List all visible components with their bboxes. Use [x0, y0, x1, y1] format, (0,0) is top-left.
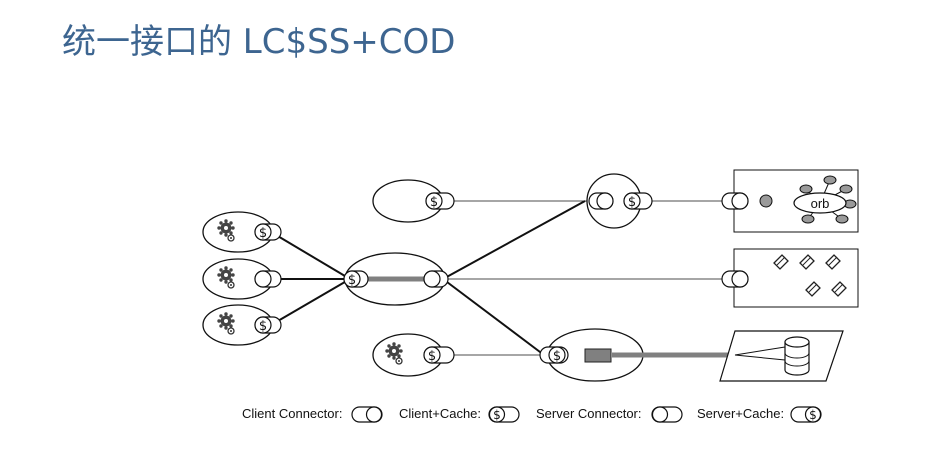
svg-text:$: $	[259, 319, 267, 334]
svg-text:$: $	[259, 226, 267, 241]
legend-client-cache-symbol: $	[488, 406, 520, 423]
connection-lines	[270, 200, 795, 356]
svg-text:$: $	[553, 349, 561, 364]
document-server-box	[721, 248, 859, 308]
bottom-client-cache-connector: $	[423, 346, 455, 364]
legend-client-connector-symbol	[351, 406, 383, 423]
proxy-client-cache-connector: $	[343, 270, 369, 288]
svg-text:$: $	[430, 195, 438, 210]
svg-text:$: $	[493, 408, 501, 422]
database-plane	[719, 330, 844, 382]
slide-title: 统一接口的 LC$SS+COD	[62, 22, 456, 62]
proxy-client-connector	[423, 270, 449, 288]
client-cache-connector-1: $	[254, 223, 282, 241]
legend-client-connector-label: Client Connector:	[242, 406, 342, 421]
svg-text:$: $	[809, 408, 817, 422]
origin-server-cache-connector: $	[539, 346, 569, 364]
legend-client-cache-label: Client+Cache:	[399, 406, 481, 421]
top-client-cache-connector: $	[425, 192, 455, 210]
gateway-client-cache-connector: $	[623, 192, 653, 210]
legend-server-connector-symbol	[651, 406, 683, 423]
orb-label: orb	[811, 196, 830, 211]
client-cache-connector-3: $	[254, 316, 282, 334]
orb-server-box: orb	[721, 169, 859, 233]
legend-server-cache-label: Server+Cache:	[697, 406, 784, 421]
origin-server-component	[546, 328, 735, 382]
legend: Client Connector: Client+Cache: $ Server…	[242, 406, 822, 423]
gateway-server-connector	[588, 192, 614, 210]
svg-text:$: $	[628, 195, 636, 210]
svg-text:$: $	[348, 273, 356, 288]
legend-server-cache-symbol: $	[790, 406, 822, 423]
client-connector-2	[254, 270, 282, 288]
svg-text:$: $	[428, 349, 436, 364]
legend-server-connector-label: Server Connector:	[536, 406, 642, 421]
